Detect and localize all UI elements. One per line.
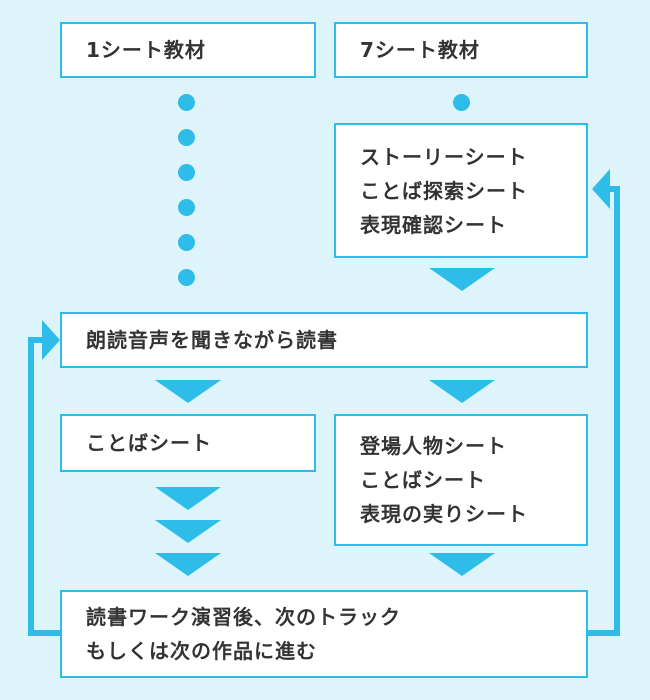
box-seven-sheet: 7シート教材 [334, 22, 588, 78]
down-arrow-left-2 [155, 487, 221, 510]
dot-left-4 [178, 199, 195, 216]
box-word-sheet: ことばシート [60, 414, 316, 472]
dot-right-1 [453, 94, 470, 111]
down-arrow-left-4 [155, 553, 221, 576]
box-line: 登場人物シート [360, 434, 507, 458]
down-arrow-right-3 [429, 553, 495, 576]
box-next-step: 読書ワーク演習後、次のトラック もしくは次の作品に進む [60, 590, 588, 678]
box-line: もしくは次の作品に進む [86, 639, 317, 663]
box-line: 1シート教材 [86, 38, 206, 62]
dot-left-6 [178, 269, 195, 286]
dot-left-1 [178, 94, 195, 111]
dot-left-5 [178, 234, 195, 251]
box-line: 表現の実りシート [360, 502, 528, 526]
box-one-sheet: 1シート教材 [60, 22, 316, 78]
box-line: ストーリーシート [360, 144, 528, 169]
box-character-sheets: 登場人物シート ことばシート 表現の実りシート [334, 414, 588, 546]
box-line: 朗読音声を聞きながら読書 [86, 328, 338, 352]
box-line: 読書ワーク演習後、次のトラック [86, 605, 401, 629]
dot-left-2 [178, 129, 195, 146]
loop-arrowhead-right [592, 169, 610, 209]
box-line: ことば探索シート [360, 178, 528, 203]
dot-left-3 [178, 164, 195, 181]
down-arrow-right-1 [429, 268, 495, 291]
loop-line-right [588, 186, 620, 636]
loop-arrowhead-left [42, 320, 60, 360]
box-line: ことばシート [360, 468, 486, 492]
box-line: 表現確認シート [360, 212, 507, 237]
box-seven-sheets-list: ストーリーシート ことば探索シート 表現確認シート [334, 123, 588, 258]
loop-line-left [28, 337, 60, 636]
box-line: 7シート教材 [360, 38, 480, 62]
down-arrow-left-1 [155, 380, 221, 403]
down-arrow-right-2 [429, 380, 495, 403]
box-read-along: 朗読音声を聞きながら読書 [60, 312, 588, 368]
down-arrow-left-3 [155, 520, 221, 543]
box-line: ことばシート [86, 431, 212, 455]
